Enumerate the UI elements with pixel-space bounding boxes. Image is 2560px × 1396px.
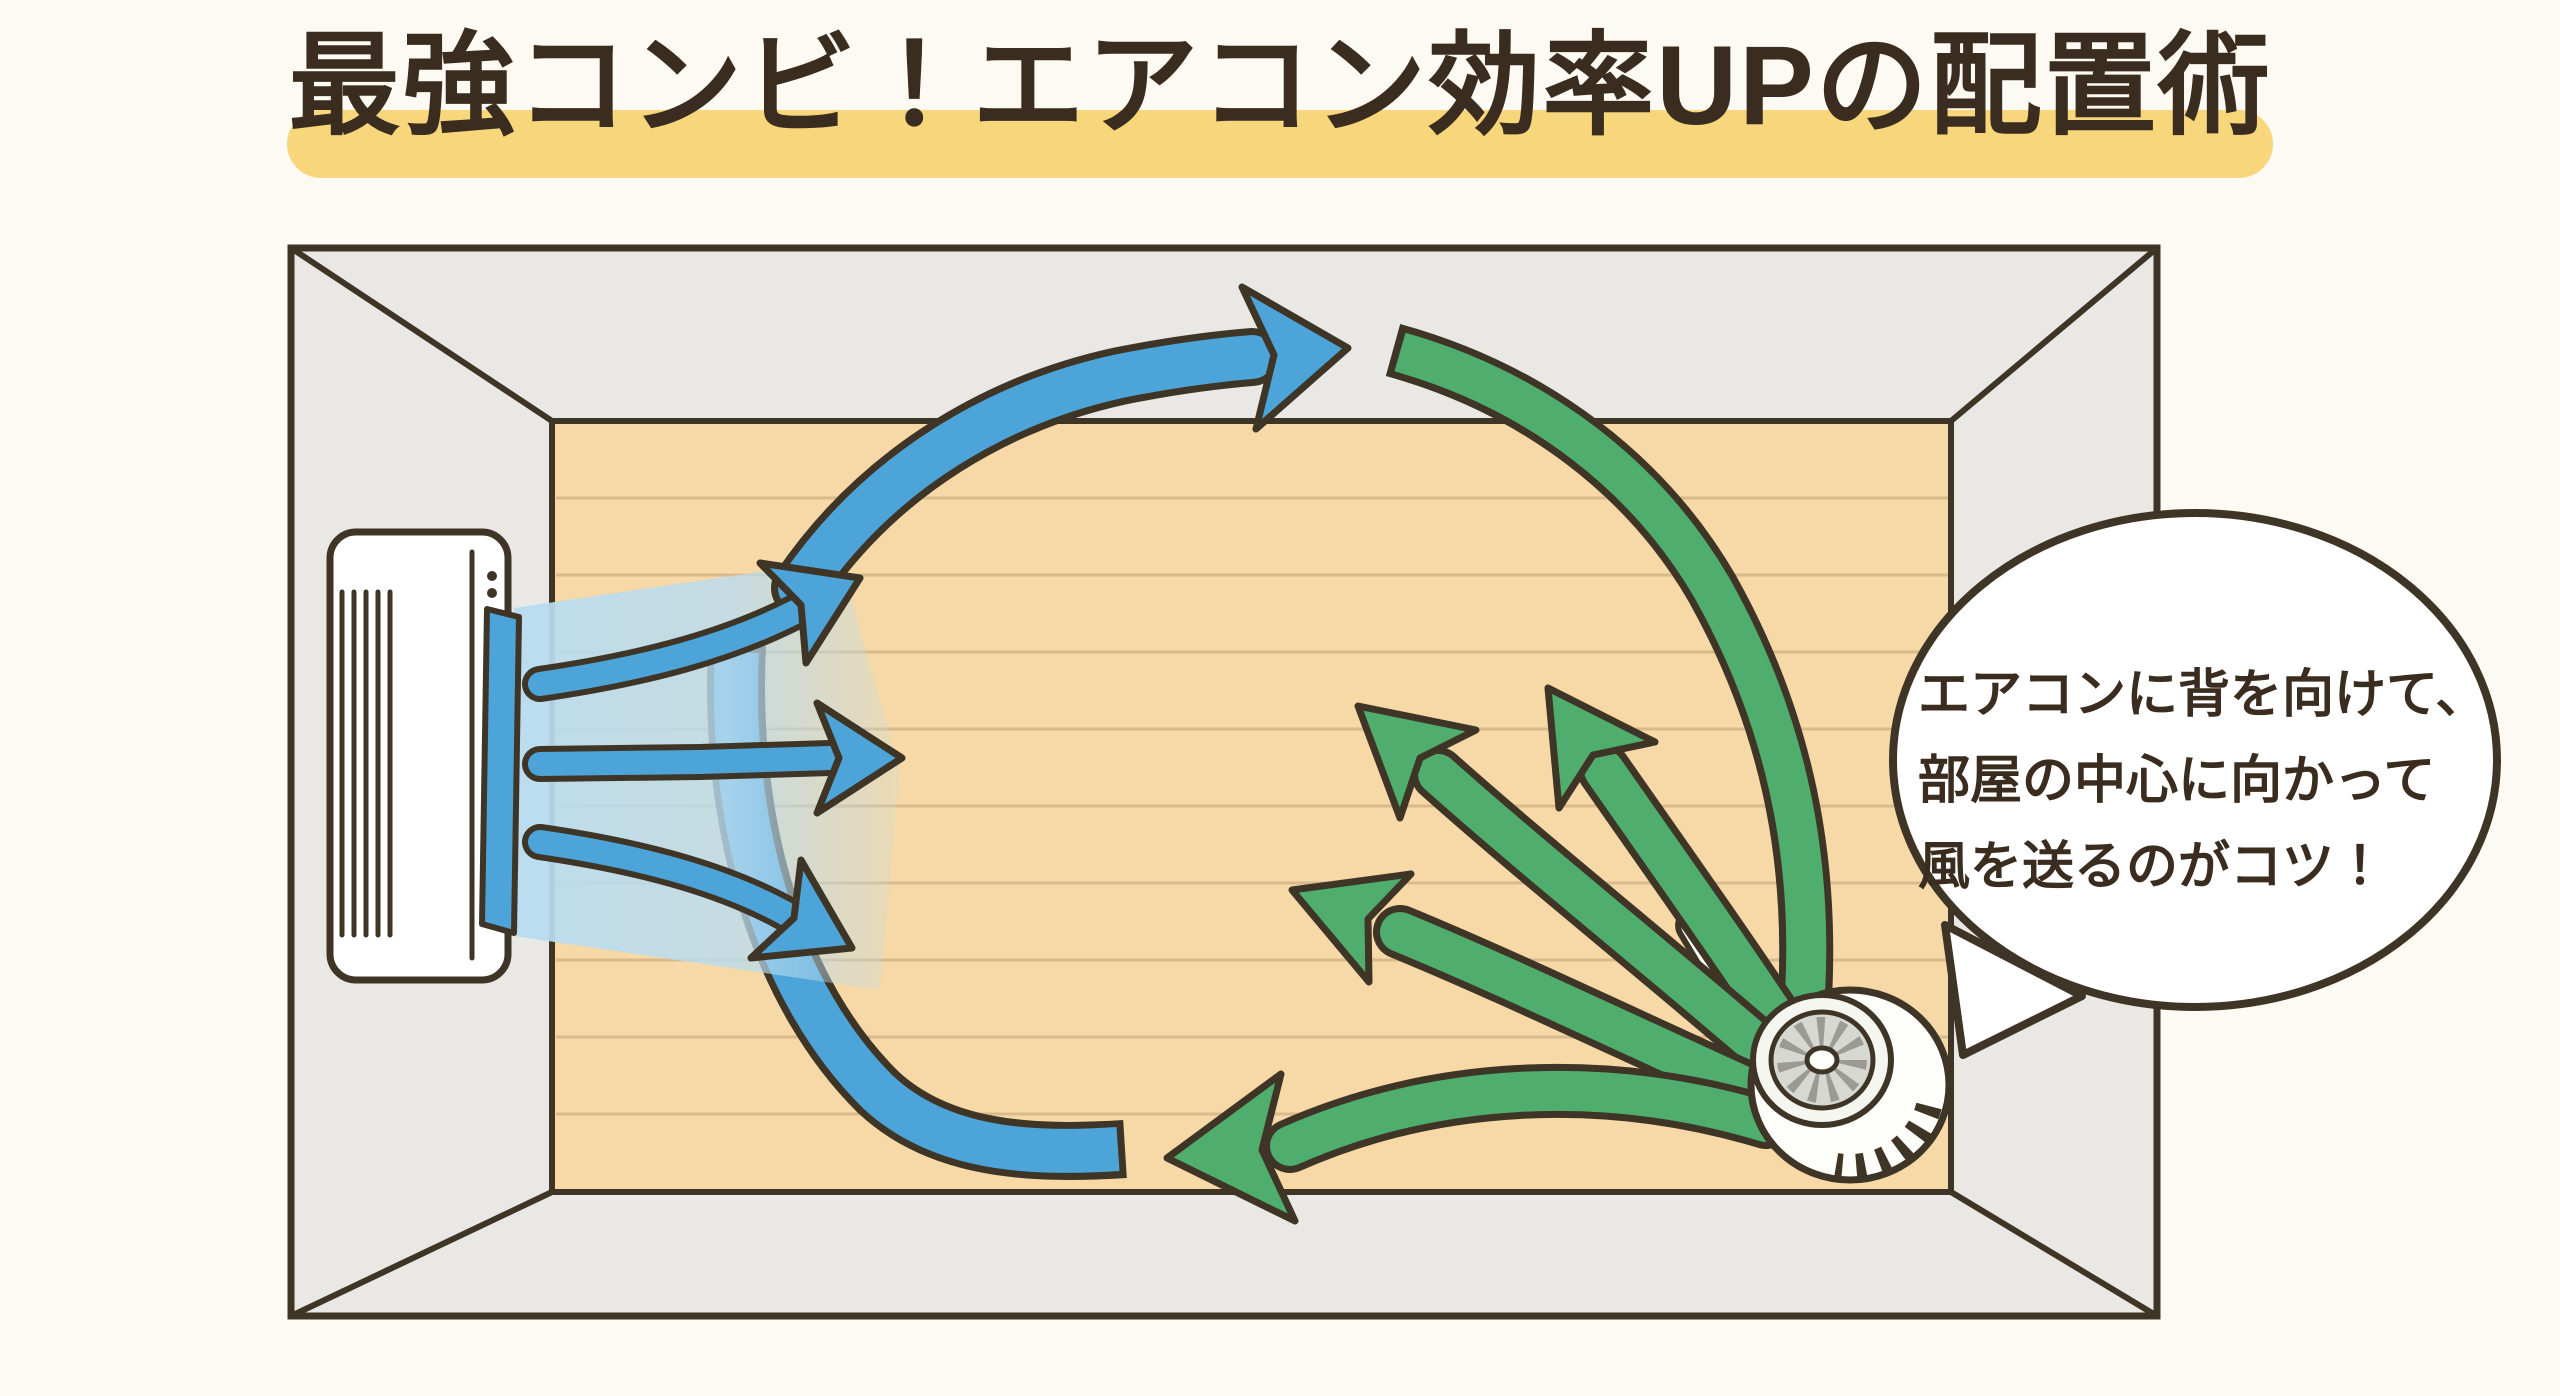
fan-hub (1804, 1045, 1840, 1075)
air-conditioner (326, 528, 522, 984)
wall-corner-line (289, 245, 554, 424)
wall-corner-line (1949, 245, 2159, 424)
page-title: 最強コンビ！エアコン効率UPの配置術 (288, 23, 2272, 148)
wall-corner-line (1949, 1189, 2159, 1319)
circulator-arc (1385, 323, 1834, 1062)
circulator-air-arrows (1163, 323, 1834, 1225)
wall-corner-lines (289, 245, 2159, 1319)
ac-vent-slats (339, 589, 393, 938)
cool-air-arrowhead (1238, 283, 1352, 433)
cool-air-arrow-up (522, 559, 864, 702)
bubble-text-line: エアコンに背を向けて、 (1918, 666, 2487, 724)
circulator-arrow-3 (1288, 870, 1805, 1129)
circulator-fan (1747, 986, 1953, 1184)
cool-air-arrows (522, 559, 906, 962)
cool-air-arrow-mid (522, 699, 906, 817)
cool-air-arrow-down (522, 824, 856, 962)
fan-blade-spokes (1777, 1017, 1867, 1103)
ac-indicator-lights (487, 571, 497, 598)
circulator-arrow-2 (1354, 702, 1823, 1105)
title-highlight-bar (287, 110, 2273, 178)
bubble-text-line: 部屋の中心に向かって (1918, 752, 2435, 810)
title-banner: 最強コンビ！エアコン効率UPの配置術 (0, 22, 2560, 202)
circulator-arrow-sweep (1163, 1063, 1793, 1225)
wall-corner-line (289, 1189, 554, 1319)
bubble-text-line: 風を送るのがコツ！ (1918, 838, 2386, 896)
speech-bubble-shape (1889, 509, 2501, 1011)
cool-air-arc-top (771, 283, 1352, 617)
speech-bubble: エアコンに背を向けて、 部屋の中心に向かって 風を送るのがコツ！ (1889, 509, 2501, 1059)
ac-outlet-panel (479, 606, 522, 936)
